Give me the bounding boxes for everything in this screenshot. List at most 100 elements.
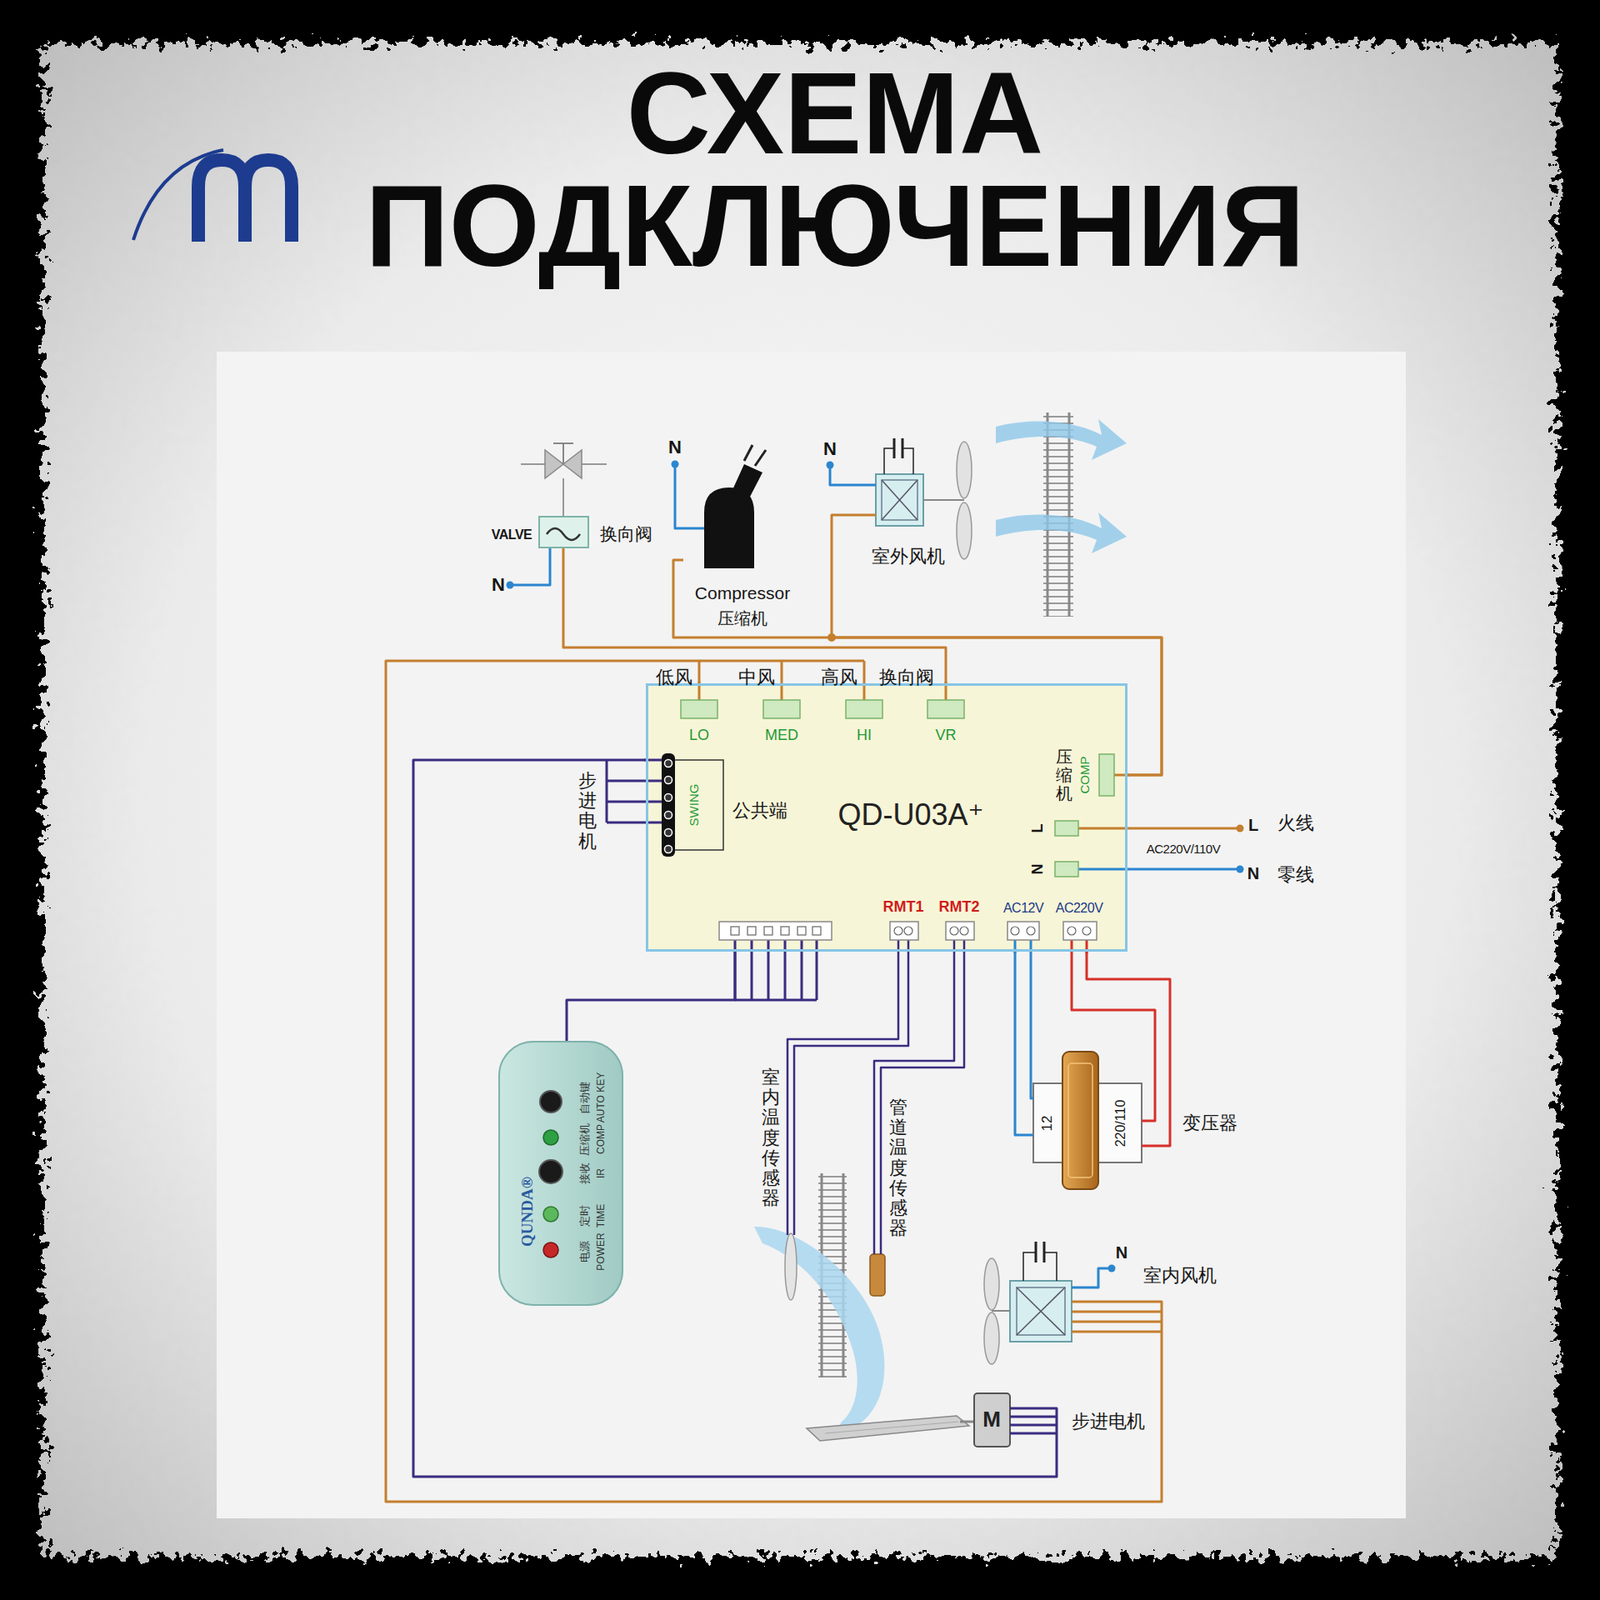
terminal-block <box>780 926 790 935</box>
terminal-block <box>730 926 1091 935</box>
wire <box>800 938 804 1000</box>
node-text: VALVE <box>491 527 532 543</box>
wire-label: 中风 <box>738 666 775 688</box>
terminal-block <box>1067 926 1076 935</box>
four-way-valve-symbol <box>538 515 590 549</box>
terminal-block <box>1010 926 1020 935</box>
terminal-block <box>730 926 740 935</box>
compressor: Compressor压缩机 <box>683 466 802 634</box>
node-text: 步进电机 <box>1071 1410 1145 1432</box>
wire <box>734 938 737 1000</box>
indoor-fan-symbol <box>984 1258 1000 1310</box>
wire-connector <box>413 760 1057 1477</box>
compressor-symbol <box>731 464 763 497</box>
wire <box>606 821 663 825</box>
wire-label: AC220V/110V <box>1146 841 1220 856</box>
wire-label: N <box>1247 864 1260 884</box>
four-way-valve-symbol <box>563 450 582 479</box>
wire-label: HI <box>856 726 872 745</box>
display-panel <box>543 1130 559 1145</box>
node-text: QUNDA® <box>518 1176 537 1247</box>
terminal-block <box>675 760 724 850</box>
wire <box>767 938 770 1000</box>
stepper-motor-symbol <box>974 1393 1010 1447</box>
outdoor-fan-symbol <box>881 480 918 520</box>
wire <box>605 760 609 823</box>
outdoor-fan-symbol <box>884 448 895 475</box>
wire <box>874 938 955 1255</box>
wire-label: 管道温度传感器 <box>889 1097 908 1239</box>
wire-label: N <box>1029 864 1047 875</box>
terminal-block <box>1082 926 1091 935</box>
outdoor-fan-symbol <box>902 448 914 475</box>
node-text: 压缩机 <box>579 1123 592 1156</box>
wire-end-dot <box>827 633 836 642</box>
outdoor-heat-exchanger <box>1046 412 1050 617</box>
terminal-block <box>661 753 675 857</box>
wire-label: N <box>1115 1243 1128 1263</box>
display-panel <box>498 1040 624 1306</box>
terminal-block <box>927 700 965 719</box>
wire <box>750 938 754 1000</box>
diagram-ground <box>216 351 1406 1519</box>
wire-label: N <box>491 574 505 595</box>
wire-label: 零线 <box>1277 864 1315 885</box>
four-way-valve-symbol <box>562 478 565 516</box>
indoor-fan-motor: 室内风机 <box>1010 1280 1072 1342</box>
wire-end-dot <box>1236 865 1245 874</box>
wire-label: 压缩机 <box>1055 747 1073 803</box>
terminal-block <box>665 845 673 854</box>
node-text: POWER <box>595 1232 608 1270</box>
louver-blade <box>825 1421 959 1434</box>
wire-label: L <box>1248 815 1259 835</box>
transformer-symbol <box>1068 1063 1093 1178</box>
wire-connector <box>566 951 735 1041</box>
wire-end-dot <box>506 460 1245 1273</box>
indoor-airflow-arrow <box>754 1226 885 1435</box>
node-text: 定时 <box>579 1205 592 1227</box>
wire <box>1071 1268 1109 1288</box>
terminal-block <box>661 700 1115 940</box>
node-text: Compressor <box>695 583 790 604</box>
wire-end-dot <box>1108 1265 1116 1273</box>
stepper-motor-symbol <box>974 1393 1010 1447</box>
valve-box: VALVE换向阀 <box>538 515 590 549</box>
display-panel <box>539 1160 563 1184</box>
indoor-fan-symbol <box>1023 1252 1036 1281</box>
terminal-block <box>719 921 832 940</box>
wire-label: 步进电机 <box>578 770 597 852</box>
wire <box>815 938 819 1000</box>
wire-label: RMT1 <box>883 898 925 916</box>
outdoor-fan-symbol <box>881 480 918 520</box>
display-panel <box>540 1090 562 1113</box>
temperature-probe <box>870 1254 885 1296</box>
temperature-probe <box>785 1233 797 1300</box>
display-panel <box>498 1040 624 1306</box>
wire-label: 室内温度传感器 <box>761 1067 780 1209</box>
terminal-block <box>665 760 673 768</box>
airflow-arrow <box>995 512 1127 554</box>
node-text: 自动键 <box>579 1081 592 1115</box>
terminal-block <box>665 811 673 820</box>
stepper-motor: M步进电机 <box>974 1393 1010 1447</box>
outdoor-fan-symbol <box>875 438 972 560</box>
wire-label: SWING <box>686 784 701 827</box>
node-text: 220/110 <box>1113 1100 1129 1148</box>
outdoor-heat-exchanger <box>1043 412 1074 617</box>
control-board-fill <box>645 683 1128 952</box>
node-text: 12 <box>1039 1115 1056 1132</box>
transformer: 12220/110变压器 <box>1033 1051 1142 1190</box>
terminal-block <box>1055 861 1079 877</box>
terminal-block <box>945 921 975 940</box>
picture-frame <box>43 43 1557 1557</box>
airflow-arrow <box>995 419 1127 460</box>
node-text: M <box>982 1407 1001 1433</box>
wire <box>1030 938 1034 1099</box>
node-text: AUTO KEY <box>595 1072 608 1123</box>
outdoor-fan-motor: 室外风机 <box>875 474 924 526</box>
compressor-symbol <box>744 445 753 461</box>
wire-end-dot <box>671 460 680 469</box>
outdoor-fan-symbol <box>956 502 972 560</box>
